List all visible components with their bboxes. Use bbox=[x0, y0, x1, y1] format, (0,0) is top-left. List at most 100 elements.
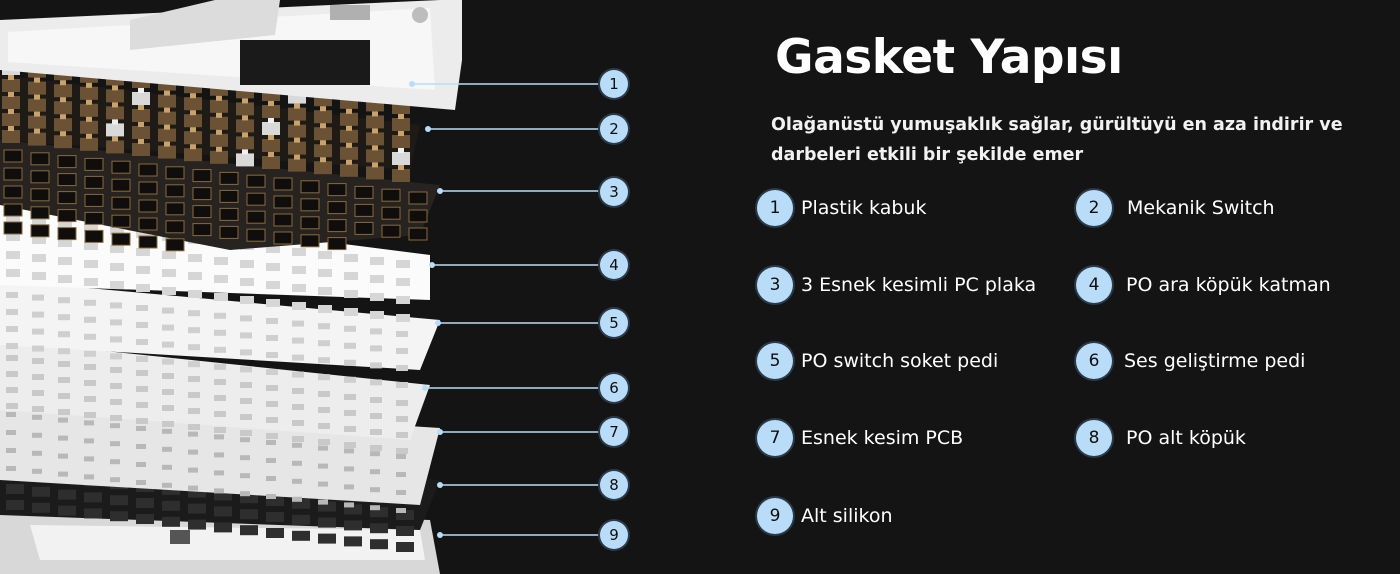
socket-hole bbox=[396, 331, 408, 337]
plate-cutout bbox=[327, 183, 347, 197]
foam-cutout bbox=[110, 263, 124, 271]
socket-hole bbox=[266, 335, 278, 341]
foam-cutout bbox=[6, 269, 20, 277]
foam-cutout bbox=[188, 519, 206, 530]
foam-cutout bbox=[84, 242, 98, 250]
foam-cutout bbox=[6, 251, 20, 259]
foam-cutout bbox=[240, 525, 258, 536]
foam-cutout bbox=[240, 493, 258, 504]
pad-hole bbox=[318, 391, 330, 397]
pcb-hole bbox=[292, 442, 302, 448]
pad-hole bbox=[292, 436, 304, 442]
plate-cutout bbox=[246, 228, 266, 242]
switch bbox=[236, 102, 254, 116]
socket-hole bbox=[84, 333, 96, 340]
pad-hole bbox=[162, 405, 174, 411]
foam-cutout bbox=[32, 236, 46, 244]
switch-stem bbox=[268, 152, 274, 157]
pcb-hole bbox=[266, 458, 276, 463]
plate-cutout bbox=[300, 234, 320, 248]
pcb-hole bbox=[110, 477, 120, 483]
switch bbox=[236, 136, 254, 150]
foam-cutout bbox=[32, 486, 50, 497]
switch-stem bbox=[294, 154, 300, 160]
switch bbox=[132, 109, 150, 122]
socket-hole bbox=[162, 307, 174, 314]
switch bbox=[158, 94, 176, 108]
socket-hole bbox=[110, 336, 122, 343]
socket-hole bbox=[240, 332, 252, 339]
pad-hole bbox=[136, 370, 148, 376]
foam-cutout bbox=[396, 542, 414, 552]
pad-hole bbox=[214, 411, 226, 417]
switch-stem bbox=[372, 162, 378, 168]
switch bbox=[262, 139, 280, 152]
foam-cutout bbox=[292, 302, 306, 310]
legend-label: Alt silikon bbox=[801, 505, 893, 527]
switch bbox=[2, 96, 20, 109]
foam-cutout bbox=[318, 251, 332, 259]
foam-cutout bbox=[136, 230, 150, 238]
foam-cutout bbox=[6, 484, 24, 494]
plate-cutout bbox=[192, 223, 212, 237]
pcb-hole bbox=[266, 476, 276, 481]
foam-cutout bbox=[344, 520, 362, 531]
pcb-hole bbox=[58, 471, 68, 477]
plate-cutout bbox=[165, 220, 185, 234]
socket-hole bbox=[214, 312, 226, 319]
switch bbox=[210, 150, 228, 164]
pad-hole bbox=[58, 361, 70, 367]
switch bbox=[106, 140, 124, 154]
foam-cutout bbox=[370, 539, 388, 550]
callout-8: 8 bbox=[600, 471, 628, 499]
leader-dot-8 bbox=[437, 482, 443, 488]
plate-cutout bbox=[84, 175, 104, 189]
pcb-hole bbox=[188, 449, 198, 455]
plate-cutout bbox=[84, 193, 104, 207]
foam-cutout bbox=[344, 504, 362, 515]
pad-hole bbox=[266, 401, 278, 407]
socket-hole bbox=[58, 314, 70, 321]
plate-cutout bbox=[408, 227, 428, 241]
foam-cutout bbox=[110, 511, 128, 522]
plate-cutout bbox=[111, 232, 131, 246]
switch bbox=[80, 86, 98, 100]
legend-item-2: 2 Mekanik Switch bbox=[1076, 190, 1275, 226]
pcb-hole bbox=[136, 462, 146, 467]
switch-stem bbox=[34, 128, 40, 134]
pad-hole bbox=[214, 395, 226, 401]
switch-stem bbox=[346, 108, 352, 114]
pad-hole bbox=[266, 385, 278, 391]
switch bbox=[54, 118, 72, 132]
foam-cutout bbox=[370, 523, 388, 534]
foam-cutout bbox=[214, 522, 232, 533]
legend-label: Esnek kesim PCB bbox=[801, 427, 964, 449]
foam-cutout bbox=[318, 501, 336, 512]
socket-hole bbox=[240, 315, 252, 322]
pcb-hole bbox=[110, 441, 120, 447]
pad-hole bbox=[32, 374, 44, 380]
foam-cutout bbox=[188, 503, 206, 514]
pad-hole bbox=[214, 427, 226, 433]
socket-hole bbox=[58, 297, 70, 304]
pad-hole bbox=[318, 439, 330, 445]
pad-hole bbox=[344, 394, 356, 400]
switch bbox=[340, 112, 358, 126]
pad-hole bbox=[370, 445, 382, 451]
switch bbox=[132, 143, 150, 156]
pcb-hole bbox=[370, 505, 380, 511]
pad-hole bbox=[396, 416, 408, 422]
foam-cutout bbox=[370, 257, 384, 265]
switch bbox=[392, 135, 410, 148]
callout-1: 1 bbox=[600, 70, 628, 98]
foam-cutout bbox=[214, 293, 228, 301]
foam-cutout bbox=[136, 514, 154, 524]
pcb-hole bbox=[318, 463, 328, 469]
pcb-hole bbox=[240, 437, 250, 443]
switch bbox=[288, 107, 306, 121]
plate-cutout bbox=[165, 184, 185, 198]
layer-switches bbox=[0, 58, 420, 182]
socket-hole bbox=[136, 322, 148, 328]
socket-hole bbox=[266, 369, 278, 375]
socket-hole bbox=[32, 311, 44, 318]
